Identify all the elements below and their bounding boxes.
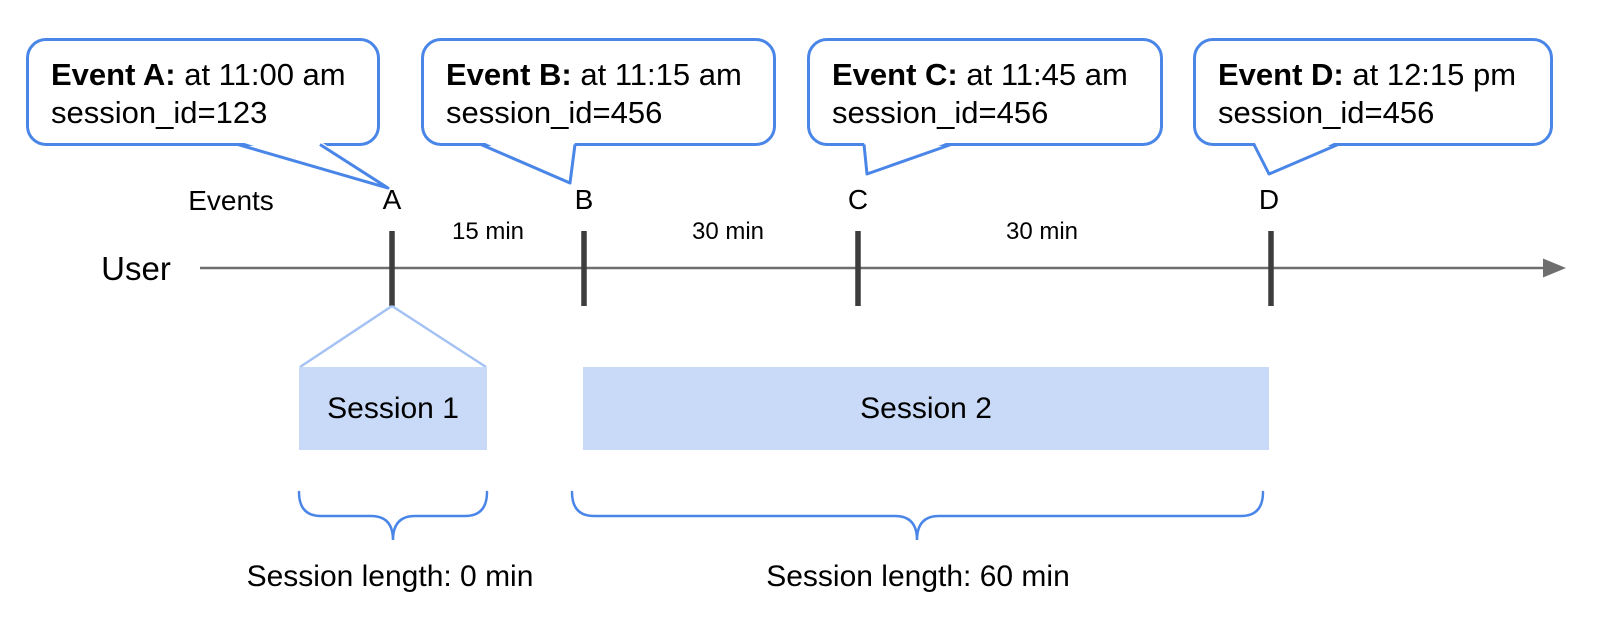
event-d-callout-tail-stroke bbox=[1252, 143, 1339, 176]
session1-brace bbox=[297, 490, 489, 541]
event-a-callout-tail-stroke bbox=[237, 143, 390, 190]
event-c-callout: Event C: at 11:45 am session_id=456 bbox=[807, 38, 1163, 146]
event-a-marker-label: A bbox=[382, 184, 402, 215]
event-b-time: at 11:15 am bbox=[571, 57, 742, 92]
session1-box: Session 1 bbox=[299, 367, 487, 450]
session2-length-label: Session length: 60 min bbox=[766, 560, 1070, 593]
event-d-session-id: session_id=456 bbox=[1218, 95, 1435, 130]
event-c-title: Event C: bbox=[832, 57, 958, 92]
event-b-callout-tail bbox=[481, 141, 575, 183]
event-d-callout: Event D: at 12:15 pm session_id=456 bbox=[1193, 38, 1553, 146]
session1-label: Session 1 bbox=[327, 391, 459, 425]
session2-label: Session 2 bbox=[860, 391, 992, 425]
event-a-callout: Event A: at 11:00 am session_id=123 bbox=[26, 38, 380, 146]
event-a-time: at 11:00 am bbox=[175, 57, 346, 92]
event-d-time: at 12:15 pm bbox=[1343, 57, 1517, 92]
interval-c-d-label: 30 min bbox=[1005, 218, 1079, 245]
event-a-title: Event A: bbox=[51, 57, 176, 92]
event-a-callout-tail bbox=[238, 141, 388, 188]
event-c-callout-tail-stroke bbox=[862, 143, 952, 176]
event-c-marker-label: C bbox=[847, 184, 869, 215]
session2-box: Session 2 bbox=[583, 367, 1269, 450]
session2-brace bbox=[570, 490, 1265, 541]
event-b-callout: Event B: at 11:15 am session_id=456 bbox=[421, 38, 776, 146]
timeline-arrowhead bbox=[1543, 258, 1566, 278]
event-b-marker-label: B bbox=[574, 184, 594, 215]
events-row-label: Events bbox=[188, 185, 274, 216]
event-b-session-id: session_id=456 bbox=[446, 95, 663, 130]
session1-length-label: Session length: 0 min bbox=[246, 560, 534, 593]
event-a-session-id: session_id=123 bbox=[51, 95, 268, 130]
user-row-label: User bbox=[101, 250, 171, 287]
event-c-time: at 11:45 am bbox=[957, 57, 1128, 92]
event-d-marker-label: D bbox=[1258, 184, 1280, 215]
event-c-session-id: session_id=456 bbox=[832, 95, 1049, 130]
event-b-callout-line1: Event B: at 11:15 am bbox=[446, 56, 763, 94]
event-d-callout-line1: Event D: at 12:15 pm bbox=[1218, 56, 1540, 94]
session1-funnel-left-line bbox=[299, 304, 393, 369]
event-c-callout-line1: Event C: at 11:45 am bbox=[832, 56, 1150, 94]
event-a-callout-line1: Event A: at 11:00 am bbox=[51, 56, 367, 94]
event-b-callout-tail-stroke bbox=[480, 143, 577, 185]
event-d-title: Event D: bbox=[1218, 57, 1344, 92]
interval-b-c-label: 30 min bbox=[691, 218, 765, 245]
session1-funnel-right-line bbox=[391, 304, 487, 369]
interval-a-b-label: 15 min bbox=[451, 218, 525, 245]
event-b-title: Event B: bbox=[446, 57, 572, 92]
